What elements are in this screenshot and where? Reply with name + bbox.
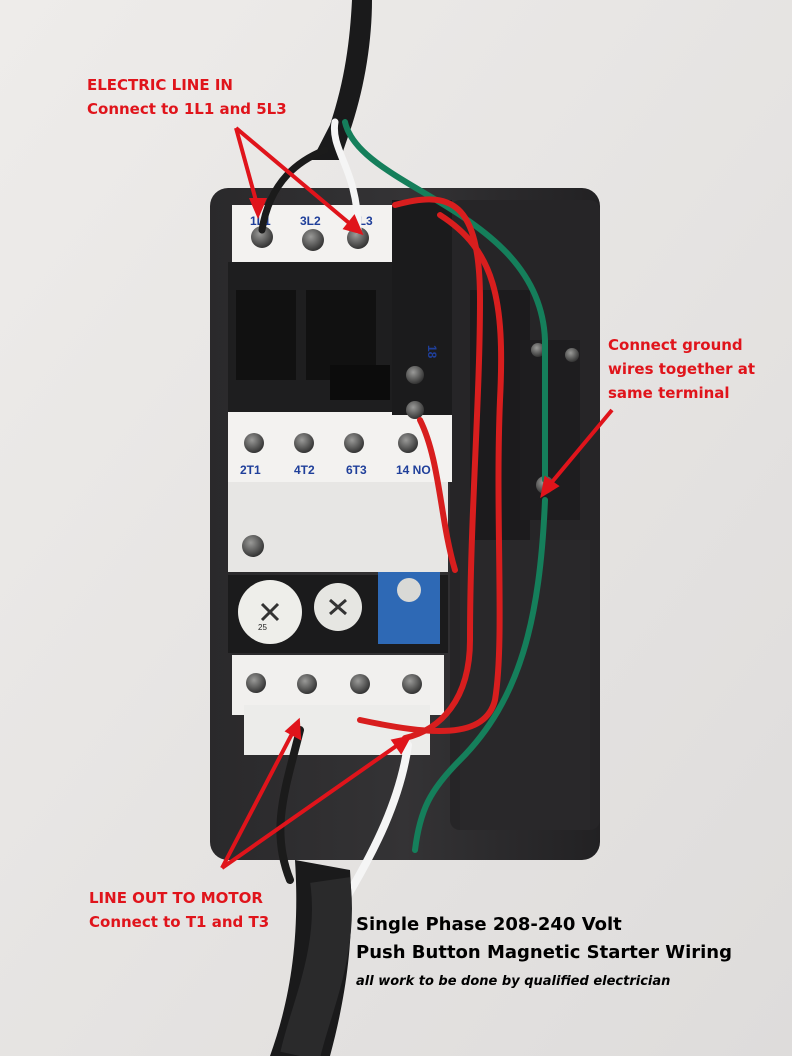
line-in-detail: Connect to 1L1 and 5L3 <box>87 100 287 118</box>
wiring <box>258 118 548 904</box>
dial-scale-label: 25 <box>258 623 267 632</box>
ground-label-line2: wires together at <box>608 360 756 378</box>
contactor <box>228 205 452 572</box>
terminal-screws <box>242 226 579 694</box>
terminal-label-3l2: 3L2 <box>300 214 321 228</box>
line-out-title: LINE OUT TO MOTOR <box>89 889 263 907</box>
terminal-label-14no: 14 NO <box>396 463 431 477</box>
annotation-arrows <box>220 126 614 870</box>
input-cable <box>312 0 372 160</box>
line-out-detail: Connect to T1 and T3 <box>89 913 270 931</box>
caption-title-line2: Push Button Magnetic Starter Wiring <box>356 942 732 963</box>
overload-relay <box>228 572 448 755</box>
line-out-label: LINE OUT TO MOTOR Connect to T1 and T3 <box>89 886 269 934</box>
aux-block-label: 18 <box>425 345 439 359</box>
terminal-label-2t1: 2T1 <box>240 463 261 477</box>
aux-contact-block <box>392 200 452 415</box>
caption-title-line1: Single Phase 208-240 Volt <box>356 914 622 935</box>
ground-label: Connect ground wires together at same te… <box>608 333 755 405</box>
line-in-label: ELECTRIC LINE IN Connect to 1L1 and 5L3 <box>87 73 287 121</box>
line-in-title: ELECTRIC LINE IN <box>87 76 233 94</box>
caption-note: all work to be done by qualified electri… <box>356 974 671 989</box>
ground-label-line3: same terminal <box>608 384 730 402</box>
ground-label-line1: Connect ground <box>608 336 743 354</box>
terminal-label-4t2: 4T2 <box>294 463 315 477</box>
terminal-label-6t3: 6T3 <box>346 463 367 477</box>
